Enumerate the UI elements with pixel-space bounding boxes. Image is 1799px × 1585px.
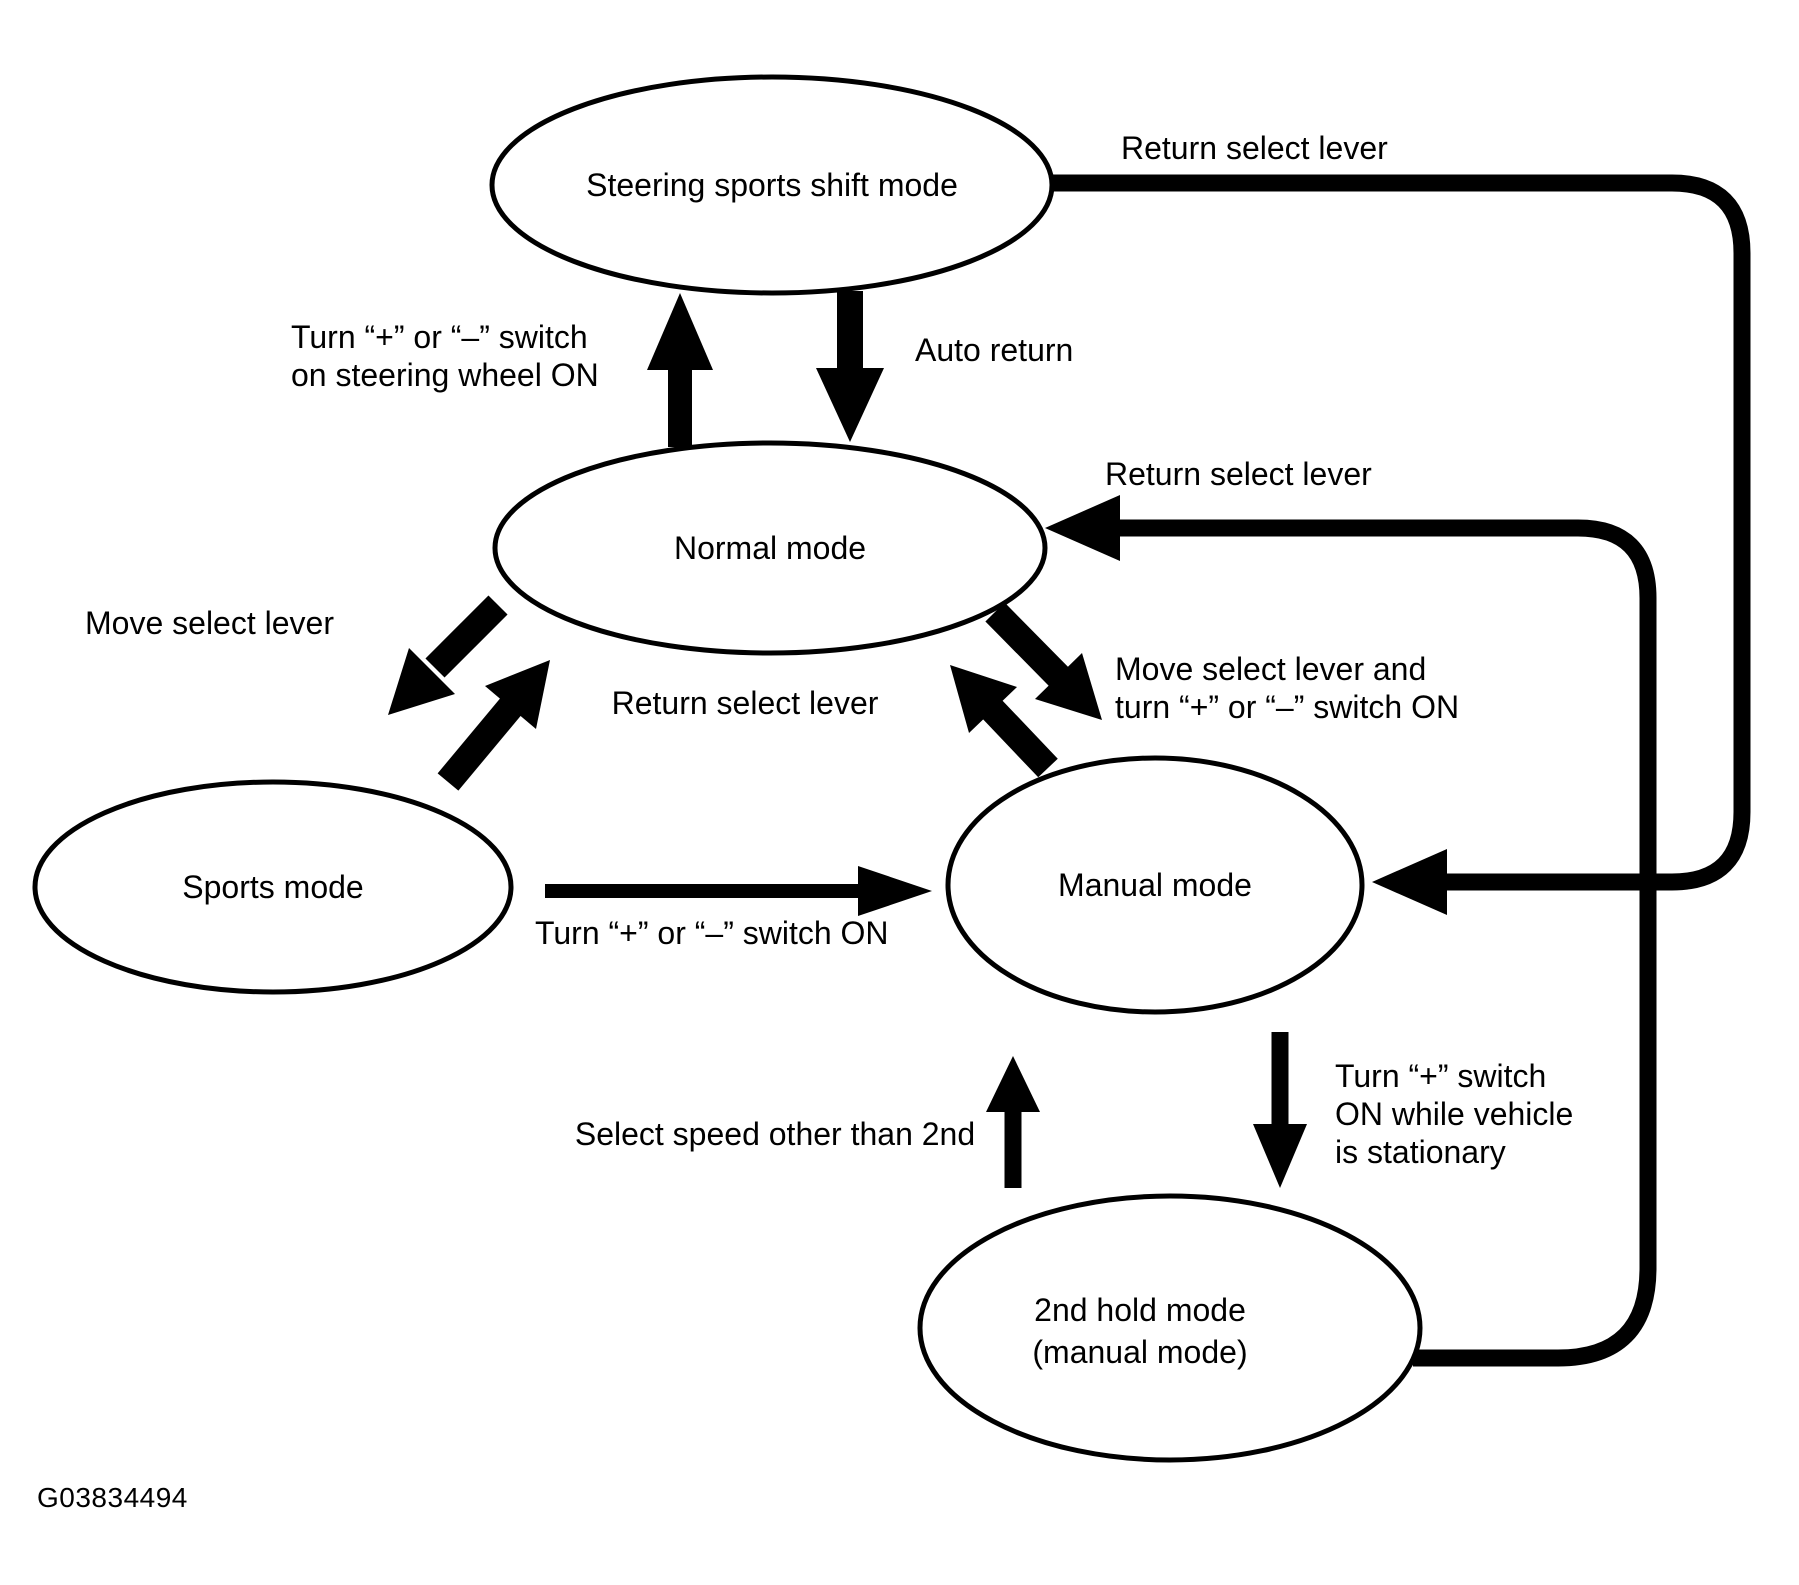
edge-manual-to-normal: [950, 665, 1058, 778]
edge-manual-to-second-hold-arrowhead-icon: [1253, 1124, 1307, 1188]
edge-normal-to-steering-label-line2: on steering wheel ON: [291, 357, 599, 393]
edge-steering-to-normal-arrowhead-icon: [816, 368, 884, 442]
edge-second-hold-to-normal: Return select lever: [1045, 456, 1657, 1367]
edge-normal-to-steering-label-line1: Turn “+” or “–” switch: [291, 319, 588, 355]
steering-node-label: Steering sports shift mode: [586, 167, 958, 203]
edge-steering-to-manual: Return select lever: [1052, 130, 1751, 915]
edge-second-hold-to-normal-label: Return select lever: [1105, 456, 1372, 492]
figure-id: G03834494: [37, 1482, 188, 1513]
node-sports-mode: Sports mode: [32, 779, 514, 995]
node-steering-sports-shift-mode: Steering sports shift mode: [489, 74, 1055, 296]
edge-sports-to-normal-arrowhead-icon: [485, 660, 550, 729]
edge-manual-to-second-hold-label-line2: ON while vehicle: [1335, 1096, 1573, 1132]
edge-steering-to-manual-label: Return select lever: [1121, 130, 1388, 166]
edge-steering-to-manual-line: [1052, 174, 1751, 891]
edge-normal-to-manual-line: [985, 602, 1072, 690]
manual-node-ellipse: [945, 755, 1365, 1015]
edge-steering-to-normal-label: Auto return: [915, 332, 1073, 368]
edge-second-hold-to-manual-label: Select speed other than 2nd: [575, 1116, 975, 1152]
edge-normal-to-steering: Turn “+” or “–” switch on steering wheel…: [291, 293, 713, 447]
edge-second-hold-to-manual-arrowhead-icon: [986, 1056, 1040, 1112]
edge-normal-to-sports-line: [425, 595, 508, 678]
second-hold-node-label-line1: 2nd hold mode: [1034, 1292, 1246, 1328]
edge-second-hold-to-normal-line: [1115, 519, 1657, 1367]
steering-node-ellipse: [489, 74, 1055, 296]
edge-manual-to-second-hold: Turn “+” switch ON while vehicle is stat…: [1253, 1032, 1573, 1188]
edge-second-hold-to-normal-arrowhead-icon: [1045, 495, 1120, 561]
node-second-hold-mode: 2nd hold mode (manual mode): [917, 1193, 1423, 1463]
edge-normal-to-manual-arrowhead-icon: [1035, 653, 1102, 720]
edge-sports-to-normal-label: Return select lever: [612, 685, 879, 721]
edge-sports-to-normal-line: [437, 695, 524, 791]
manual-node-label: Manual mode: [1058, 867, 1252, 903]
edge-sports-to-normal: Return select lever: [437, 660, 879, 791]
edge-sports-to-manual-label: Turn “+” or “–” switch ON: [535, 915, 889, 951]
edge-sports-to-manual: Turn “+” or “–” switch ON: [535, 866, 932, 951]
normal-node-ellipse: [492, 440, 1048, 656]
edge-normal-to-sports-label: Move select lever: [85, 605, 334, 641]
edge-normal-to-manual: Move select lever and turn “+” or “–” sw…: [985, 602, 1459, 725]
edge-normal-to-manual-label-line2: turn “+” or “–” switch ON: [1115, 689, 1459, 725]
edge-normal-to-steering-arrowhead-icon: [647, 293, 713, 370]
node-normal-mode: Normal mode: [492, 440, 1048, 656]
edge-normal-to-manual-label-line1: Move select lever and: [1115, 651, 1426, 687]
second-hold-node-label-line2: (manual mode): [1032, 1334, 1247, 1370]
edge-manual-to-second-hold-label-line3: is stationary: [1335, 1134, 1506, 1170]
edge-normal-to-sports: Move select lever: [85, 595, 508, 715]
edge-manual-to-normal-line: [979, 696, 1058, 778]
edge-normal-to-sports-arrowhead-icon: [388, 648, 455, 715]
sports-node-ellipse: [32, 779, 514, 995]
second-hold-node-ellipse: [917, 1193, 1423, 1463]
edge-steering-to-normal: Auto return: [816, 291, 1073, 442]
edge-sports-to-manual-arrowhead-icon: [858, 866, 932, 916]
sports-node-label: Sports mode: [182, 869, 363, 905]
edge-steering-to-manual-arrowhead-icon: [1372, 849, 1447, 915]
edge-manual-to-normal-arrowhead-icon: [950, 665, 1017, 733]
node-manual-mode: Manual mode: [945, 755, 1365, 1015]
normal-node-label: Normal mode: [674, 530, 866, 566]
edge-second-hold-to-manual: Select speed other than 2nd: [575, 1056, 1040, 1188]
edge-manual-to-second-hold-label-line1: Turn “+” switch: [1335, 1058, 1546, 1094]
